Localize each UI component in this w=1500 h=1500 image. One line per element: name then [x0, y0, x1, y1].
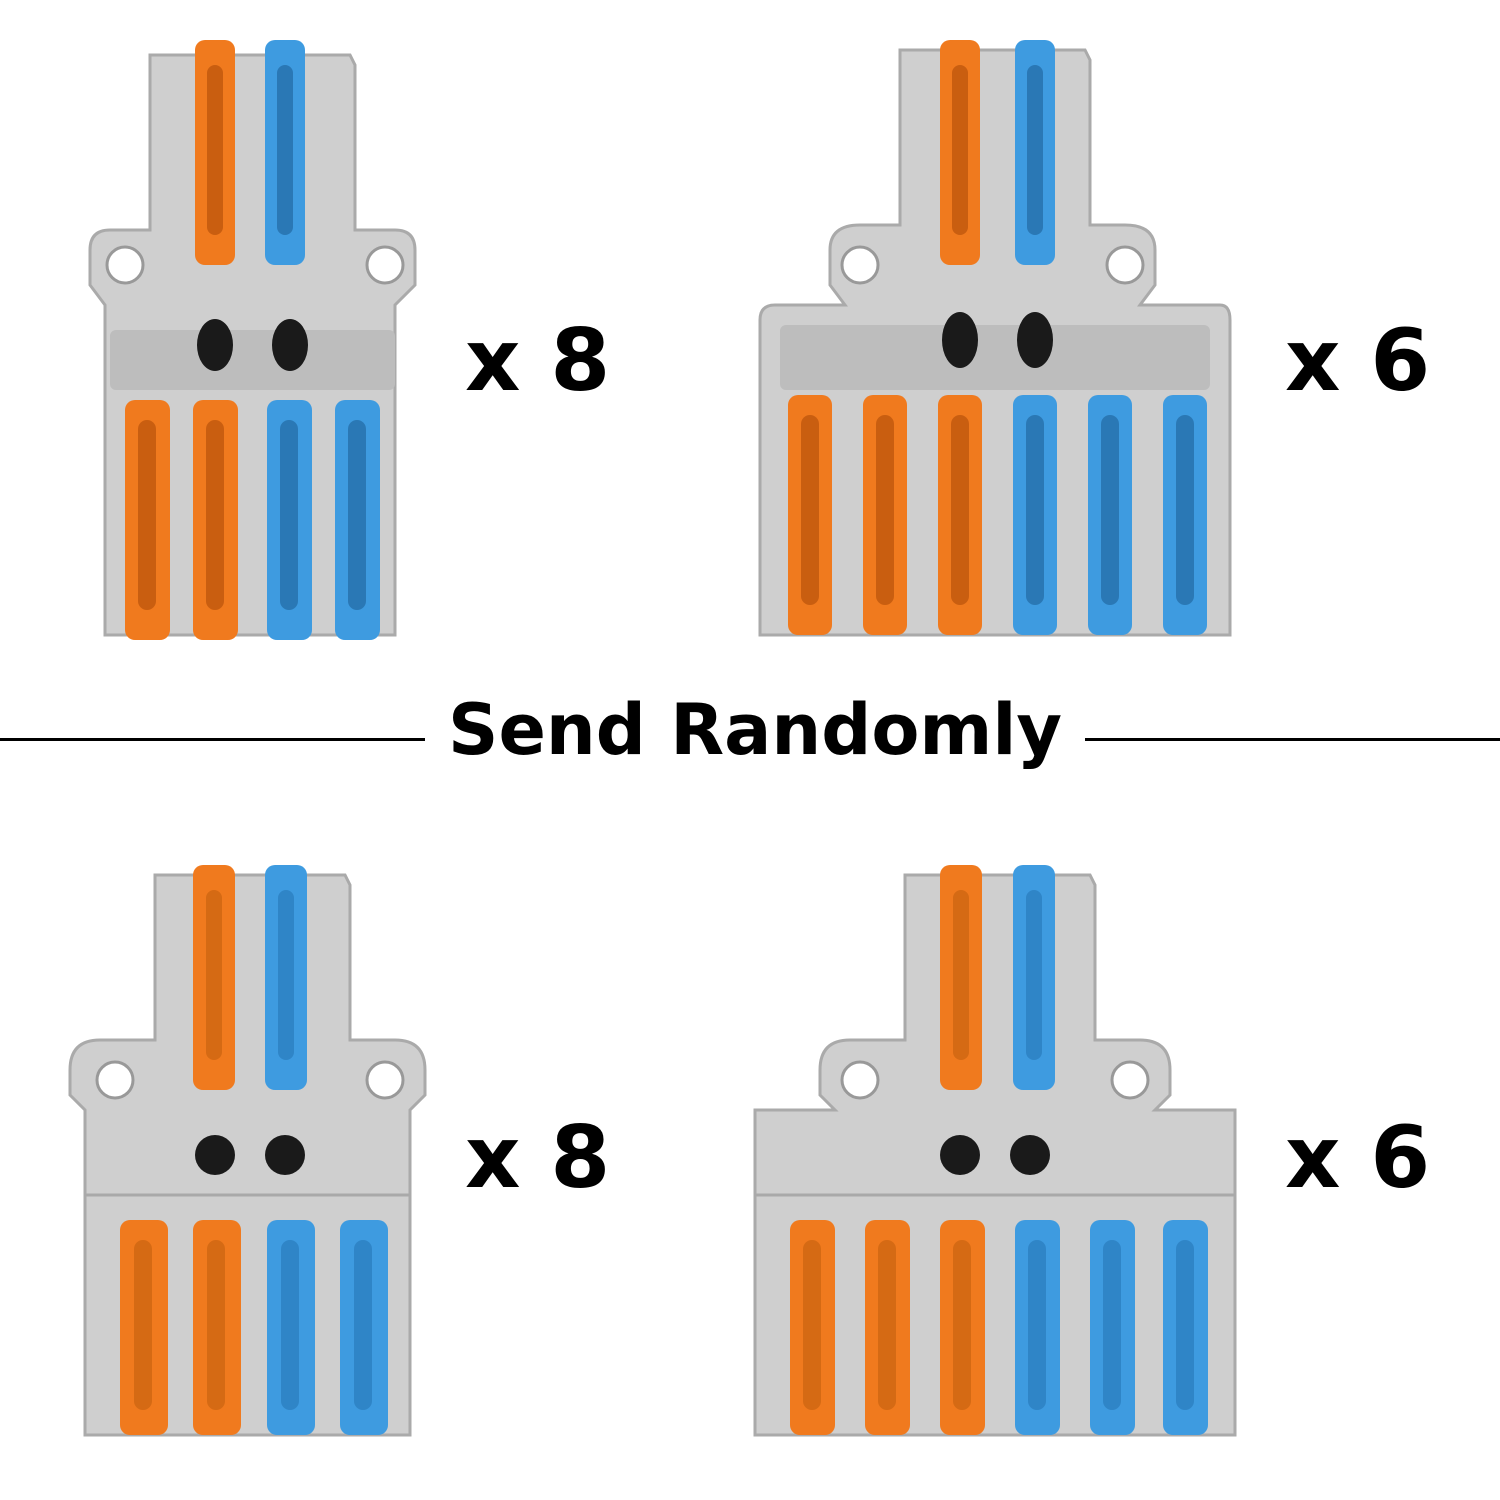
output-lever-orange — [120, 1220, 168, 1435]
output-lever-blue — [1013, 395, 1057, 635]
divider-line-left — [0, 738, 425, 741]
mount-hole-icon — [840, 1060, 880, 1100]
output-lever-blue — [1088, 395, 1132, 635]
output-lever-blue — [1163, 1220, 1208, 1435]
input-lever-blue — [265, 865, 307, 1090]
output-lever-blue — [335, 400, 380, 640]
quantity-label: x 6 — [1285, 1108, 1431, 1208]
output-lever-orange — [193, 400, 238, 640]
input-lever-orange — [940, 40, 980, 265]
mount-hole-icon — [95, 1060, 135, 1100]
output-lever-blue — [267, 400, 312, 640]
output-lever-orange — [788, 395, 832, 635]
input-lever-blue — [1015, 40, 1055, 265]
output-lever-blue — [1163, 395, 1207, 635]
output-lever-orange — [865, 1220, 910, 1435]
output-lever-orange — [125, 400, 170, 640]
mount-hole-icon — [365, 1060, 405, 1100]
output-lever-blue — [340, 1220, 388, 1435]
connector-4way-top — [85, 35, 425, 655]
output-lever-orange — [940, 1220, 985, 1435]
caption-send-randomly: Send Randomly — [448, 689, 1062, 771]
output-lever-orange — [938, 395, 982, 635]
output-lever-blue — [267, 1220, 315, 1435]
mount-hole-icon — [105, 245, 145, 285]
output-lever-orange — [790, 1220, 835, 1435]
divider-line-right — [1085, 738, 1500, 741]
output-lever-orange — [863, 395, 907, 635]
mount-hole-icon — [1110, 1060, 1150, 1100]
input-lever-orange — [193, 865, 235, 1090]
input-lever-orange — [195, 40, 235, 265]
connector-4way-bottom — [65, 855, 435, 1455]
mount-hole-icon — [365, 245, 405, 285]
output-lever-blue — [1090, 1220, 1135, 1435]
connector-6way-top — [750, 35, 1240, 655]
input-lever-blue — [1013, 865, 1055, 1090]
quantity-label: x 8 — [465, 311, 611, 411]
input-lever-blue — [265, 40, 305, 265]
input-lever-orange — [940, 865, 982, 1090]
output-lever-orange — [193, 1220, 241, 1435]
connector-6way-bottom — [745, 855, 1245, 1455]
quantity-label: x 6 — [1285, 311, 1431, 411]
mount-hole-icon — [1105, 245, 1145, 285]
mount-hole-icon — [840, 245, 880, 285]
quantity-label: x 8 — [465, 1108, 611, 1208]
output-lever-blue — [1015, 1220, 1060, 1435]
